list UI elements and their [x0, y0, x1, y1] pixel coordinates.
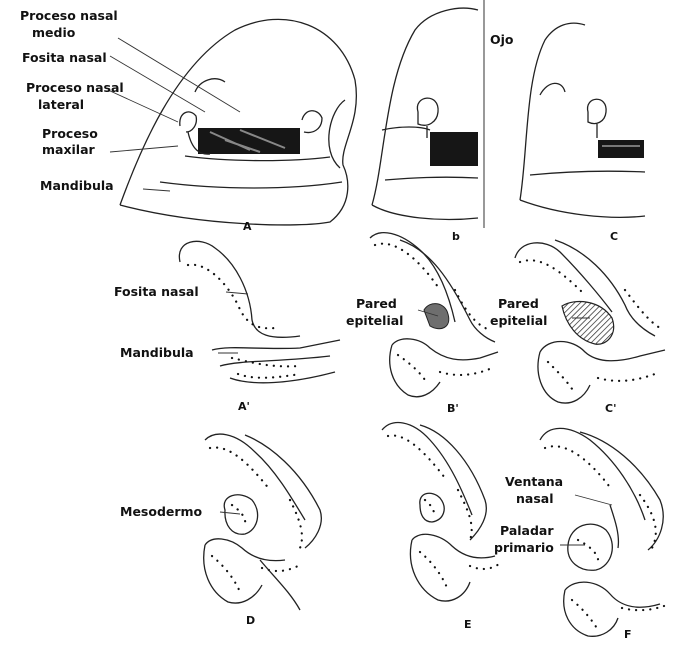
- panel-d-drawing: [204, 434, 322, 610]
- panel-a-prime-drawing: [179, 241, 340, 382]
- panel-letter-d: D: [246, 614, 255, 627]
- label-mandibula-ap: Mandibula: [120, 345, 194, 360]
- panel-f-drawing: [540, 428, 664, 636]
- label-pared-epitelial-b: Pared epitelial: [346, 296, 403, 328]
- lower-leaders: [218, 292, 612, 545]
- panel-b-drawing: [372, 0, 484, 228]
- label-pared-epitelial-b-l1: Pared: [356, 296, 397, 311]
- label-paladar-primario: Paladar primario: [494, 523, 554, 555]
- panel-a-drawing: [120, 19, 356, 225]
- panel-letter-a-prime: A': [238, 400, 250, 413]
- label-proceso-nasal-lateral-l2: lateral: [38, 97, 84, 112]
- label-proceso-nasal-medio-l2: medio: [32, 25, 76, 40]
- panel-e-drawing: [382, 423, 502, 601]
- label-mesodermo: Mesodermo: [120, 504, 203, 519]
- label-pared-epitelial-c-l1: Pared: [498, 296, 539, 311]
- panel-letter-f: F: [624, 628, 632, 641]
- label-pared-epitelial-b-l2: epitelial: [346, 313, 403, 328]
- label-ventana-nasal: Ventana nasal: [505, 474, 563, 506]
- panel-letter-c: C: [610, 230, 618, 243]
- label-fosita-nasal-ap: Fosita nasal: [114, 284, 199, 299]
- panel-letter-a: A: [243, 220, 252, 233]
- label-mandibula-a: Mandibula: [40, 178, 114, 193]
- panel-letter-b-prime: B': [447, 402, 459, 415]
- label-ventana-nasal-l2: nasal: [516, 491, 554, 506]
- label-proceso-nasal-lateral-l1: Proceso nasal: [26, 80, 124, 95]
- label-ojo: Ojo: [490, 32, 514, 47]
- panel-c-drawing: [520, 23, 645, 217]
- label-proceso-nasal-medio-l1: Proceso nasal: [20, 8, 118, 23]
- label-ventana-nasal-l1: Ventana: [505, 474, 563, 489]
- panel-letter-c-prime: C': [605, 402, 616, 415]
- panel-letter-e: E: [464, 618, 472, 631]
- label-proceso-nasal-medio: Proceso nasal medio: [20, 8, 118, 40]
- label-proceso-maxilar-l2: maxilar: [42, 142, 96, 157]
- label-proceso-maxilar-l1: Proceso: [42, 126, 98, 141]
- panel-a-leaders: [108, 38, 240, 191]
- label-paladar-primario-l1: Paladar: [500, 523, 554, 538]
- label-proceso-nasal-lateral: Proceso nasal lateral: [26, 80, 124, 112]
- panel-letter-b: b: [452, 230, 460, 243]
- label-fosita-nasal-a: Fosita nasal: [22, 50, 107, 65]
- label-pared-epitelial-c-l2: epitelial: [490, 313, 547, 328]
- labels: Proceso nasal medio Fosita nasal Proceso …: [20, 8, 563, 555]
- label-pared-epitelial-c: Pared epitelial: [490, 296, 547, 328]
- label-paladar-primario-l2: primario: [494, 540, 554, 555]
